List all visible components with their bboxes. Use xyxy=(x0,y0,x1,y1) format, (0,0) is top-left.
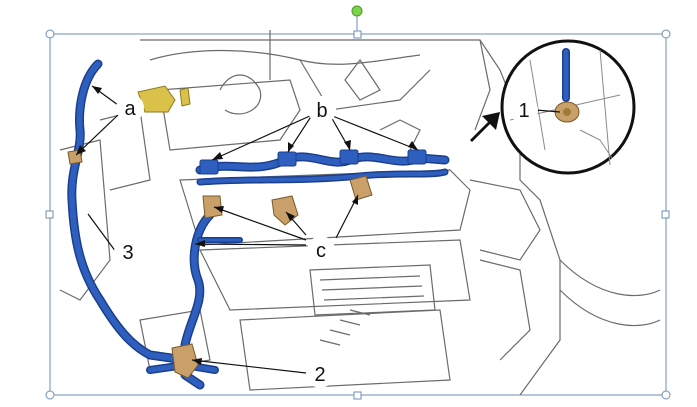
bracket-c-left xyxy=(202,195,223,219)
callout-b: b xyxy=(308,96,336,124)
resize-handle-right[interactable] xyxy=(661,210,670,219)
resize-handle-top-left[interactable] xyxy=(45,29,55,39)
bracket-c-right xyxy=(349,175,373,201)
callout-1: 1 xyxy=(510,96,538,124)
callout-label-1: 1 xyxy=(518,100,529,122)
leader-lines xyxy=(75,85,561,374)
callout-label-a: a xyxy=(124,98,136,120)
callout-label-3: 3 xyxy=(122,242,133,264)
callout-label-c: c xyxy=(316,240,326,262)
detail-magnifier xyxy=(500,39,636,175)
callout-3: 3 xyxy=(114,238,142,266)
rotate-handle[interactable] xyxy=(351,5,363,17)
resize-handle-top-right[interactable] xyxy=(661,29,671,39)
injector-connector xyxy=(277,151,297,167)
resize-handle-left[interactable] xyxy=(45,210,54,219)
resize-handle-top[interactable] xyxy=(353,30,362,39)
callout-2: 2 xyxy=(306,360,334,388)
resize-handles[interactable] xyxy=(45,29,671,400)
yellow-clip xyxy=(179,87,191,107)
resize-handle-bottom[interactable] xyxy=(353,391,362,400)
detail-arrow xyxy=(470,112,500,142)
bracket-2 xyxy=(171,343,199,379)
injector-connector xyxy=(199,159,219,175)
injector-connector xyxy=(407,149,427,165)
callout-c: c xyxy=(307,236,335,264)
resize-handle-bottom-right[interactable] xyxy=(661,390,671,400)
callout-a: a xyxy=(116,94,144,122)
resize-handle-bottom-left[interactable] xyxy=(45,390,55,400)
leader-arrowheads xyxy=(76,86,418,365)
injector-connectors xyxy=(199,149,427,175)
callout-label-2: 2 xyxy=(314,364,325,386)
callout-label-b: b xyxy=(316,100,327,122)
injector-connector xyxy=(339,149,359,165)
